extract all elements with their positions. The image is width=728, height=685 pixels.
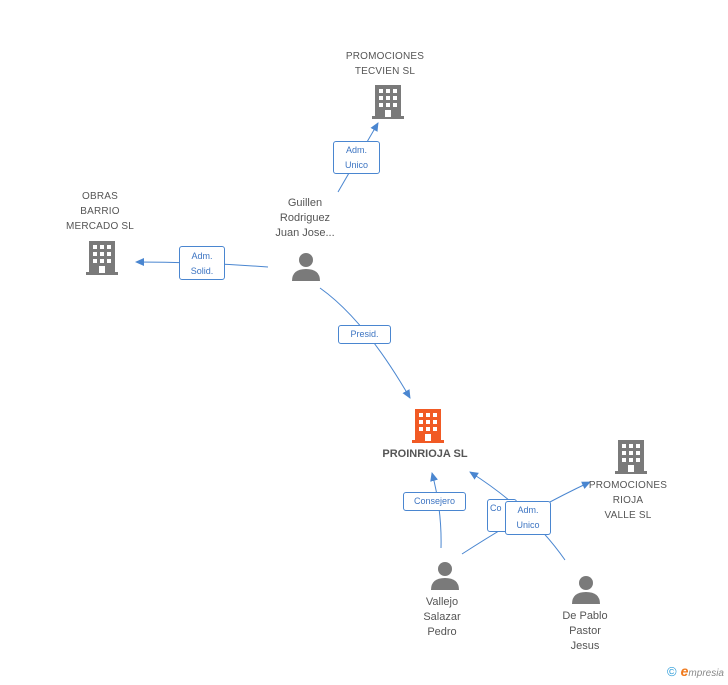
node-label-promociones-rioja[interactable]: PROMOCIONES RIOJA VALLE SL: [588, 480, 668, 521]
footer-brand: ©empresia: [667, 663, 724, 679]
edge-label-adm-unico-rioja: Adm. Unico: [505, 501, 551, 535]
node-label-guillen[interactable]: Guillen Rodriguez Juan Jose...: [275, 197, 335, 239]
building-icon[interactable]: [372, 85, 404, 119]
building-icon[interactable]: [615, 440, 647, 474]
node-label-promociones-tecvien[interactable]: PROMOCIONES TECVIEN SL: [345, 51, 425, 77]
brand-name: mpresia: [688, 668, 724, 679]
node-label-de-pablo[interactable]: De Pablo Pastor Jesus: [562, 610, 608, 652]
edge-label-presid: Presid.: [338, 325, 391, 344]
edge-label-adm-unico-tecvien: Adm. Unico: [333, 141, 380, 174]
edge-label-adm-solid: Adm. Solid.: [179, 246, 225, 280]
edge-label-consejero: Consejero: [403, 492, 466, 511]
node-label-obras-barrio[interactable]: OBRAS BARRIO MERCADO SL: [65, 191, 135, 232]
node-label-proinrioja[interactable]: PROINRIOJA SL: [382, 448, 468, 460]
person-icon[interactable]: [430, 560, 460, 590]
building-icon[interactable]: [86, 241, 118, 275]
copyright-icon: ©: [667, 664, 677, 679]
brand-logo: e: [680, 663, 689, 679]
person-icon[interactable]: [571, 574, 601, 604]
person-icon[interactable]: [291, 251, 321, 281]
node-label-vallejo[interactable]: Vallejo Salazar Pedro: [423, 596, 461, 638]
building-icon[interactable]: [412, 409, 444, 443]
